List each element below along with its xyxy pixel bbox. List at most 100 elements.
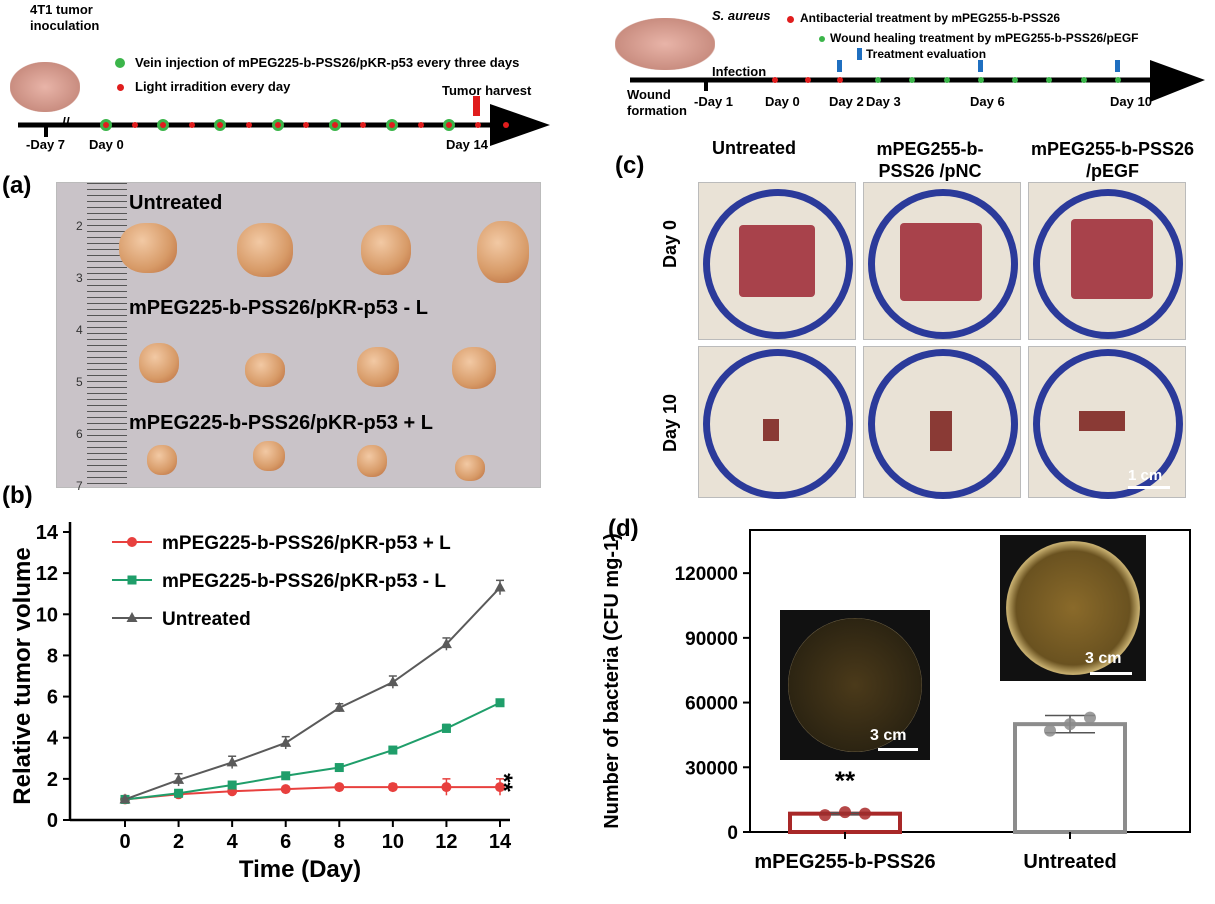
mouse-image (10, 62, 80, 112)
plot-frame (749, 529, 1191, 833)
timeline-a-light-dot (389, 122, 395, 128)
data-point (859, 807, 871, 820)
inset-scale-label-2: 3 cm (1085, 650, 1122, 667)
x-tick-label: 6 (280, 831, 291, 853)
x-tick-label: 2 (173, 831, 184, 853)
x-tick-label: 12 (435, 831, 457, 853)
wound-photo-untreated-day0 (698, 182, 856, 340)
wound (900, 223, 982, 301)
wound-photo-pegf-day10 (1028, 346, 1186, 499)
data-point (1064, 718, 1076, 731)
tumor (119, 223, 177, 273)
timeline-c-eval-mark (1115, 60, 1120, 72)
timeline-a-inoculation-label: 4T1 tumor inoculation (30, 2, 100, 33)
tumor (245, 353, 285, 387)
data-point (334, 763, 344, 773)
ruler (87, 183, 127, 489)
x-tick-label: 14 (489, 831, 512, 853)
data-point (119, 793, 131, 804)
timeline-c-eval-mark (977, 60, 983, 72)
timeline-c-green-dot (943, 77, 950, 83)
inset-scale-label-1: 3 cm (870, 727, 907, 744)
wound-col-untreated: Untreated (712, 138, 797, 158)
data-point (226, 756, 238, 767)
scar (1079, 411, 1125, 431)
data-point (281, 771, 291, 781)
wound (739, 225, 815, 297)
legend-label: mPEG225-b-PSS26/pKR-p53 + L (162, 533, 451, 554)
scar (930, 411, 952, 451)
bar (1013, 722, 1127, 834)
y-tick-label: 12 (36, 563, 58, 585)
legend-blue-bar-c (857, 48, 862, 60)
timeline-a-light-dot (503, 122, 510, 128)
tumor (357, 347, 399, 387)
data-point (495, 698, 505, 708)
legend-red-dot-c (787, 16, 794, 23)
y-tick-label: 90000 (685, 629, 738, 650)
data-point (819, 809, 831, 822)
timeline-a-break-mark: // (62, 114, 70, 130)
y-tick-label: 2 (47, 769, 58, 791)
timeline-c-day0: Day 0 (765, 94, 800, 109)
wound-ring (868, 189, 1018, 339)
series-line (124, 701, 501, 801)
timeline-c-green-dot (909, 77, 916, 83)
data-point (388, 745, 398, 755)
panel-label-a: (a) (2, 172, 32, 199)
timeline-a-light-dot (417, 122, 424, 128)
wound-ring (703, 189, 853, 339)
wound-ring (868, 349, 1018, 499)
petri-dish-inset-untreated (1000, 535, 1146, 681)
timeline-a-light-dot (160, 122, 167, 128)
data-point (440, 638, 452, 649)
timeline-a-injection-label: Vein injection of mPEG225-b-PSS26/pKR-p5… (135, 55, 520, 70)
data-point (387, 676, 399, 687)
y-tick-label: 14 (36, 522, 59, 544)
data-point (1044, 724, 1056, 737)
data-point (173, 773, 185, 784)
timeline-c-day10: Day 10 (1110, 94, 1152, 109)
legend-red-dot (117, 84, 124, 91)
y-tick-label: 120000 (675, 564, 738, 585)
ruler-mark: 7 (76, 479, 83, 493)
wound-row-day0: Day 0 (660, 219, 680, 268)
timeline-a-light-dot (188, 122, 195, 128)
legend-marker (126, 612, 138, 622)
wound-ring (1033, 349, 1183, 499)
y-tick-label: 6 (47, 687, 58, 709)
timeline-c-green-dot (1080, 77, 1087, 83)
tumor (455, 455, 485, 481)
ruler-mark: 2 (76, 219, 83, 233)
y-axis-label: Number of bacteria (CFU mg-1) (601, 533, 623, 829)
panel-label-b: (b) (2, 482, 33, 509)
wound-photo-pnc-day10 (863, 346, 1021, 499)
y-tick-label: 4 (47, 728, 59, 750)
timeline-c-wound-healing-label: Wound healing treatment by mPEG255-b-PSS… (830, 31, 1139, 45)
timeline-c-green-dot (1046, 77, 1053, 83)
wound-scale-bar (1128, 486, 1170, 489)
timeline-c-eval-mark (837, 60, 843, 72)
tumor (253, 441, 285, 471)
wound-photo-pnc-day0 (863, 182, 1021, 340)
data-point (280, 784, 291, 795)
ruler-mark: 3 (76, 271, 83, 285)
x-tick-label: 10 (382, 831, 404, 853)
timeline-a-light-dot (360, 122, 367, 128)
tumor-row-label-plus-l: mPEG225-b-PSS26/pKR-p53 + L (129, 412, 433, 434)
data-point (333, 701, 345, 712)
petri-plate (1006, 541, 1140, 675)
x-tick-label: 8 (334, 831, 345, 853)
data-point (441, 723, 451, 733)
x-category-label: Untreated (1023, 851, 1116, 873)
wound-photo-pegf-day0 (1028, 182, 1186, 340)
y-tick-label: 10 (36, 604, 58, 626)
y-tick-label: 30000 (685, 758, 738, 779)
timeline-c-infection-label: Infection (712, 64, 767, 79)
timeline-a-light-dot (246, 122, 252, 128)
inset-scale-bar-2 (1090, 672, 1132, 675)
wound-col-pegf: mPEG255-b-PSS26 /pEGF (1030, 139, 1195, 181)
ruler-mark: 5 (76, 375, 83, 389)
legend-green-dot (115, 58, 125, 68)
timeline-c-day2: Day 2 (829, 94, 864, 109)
